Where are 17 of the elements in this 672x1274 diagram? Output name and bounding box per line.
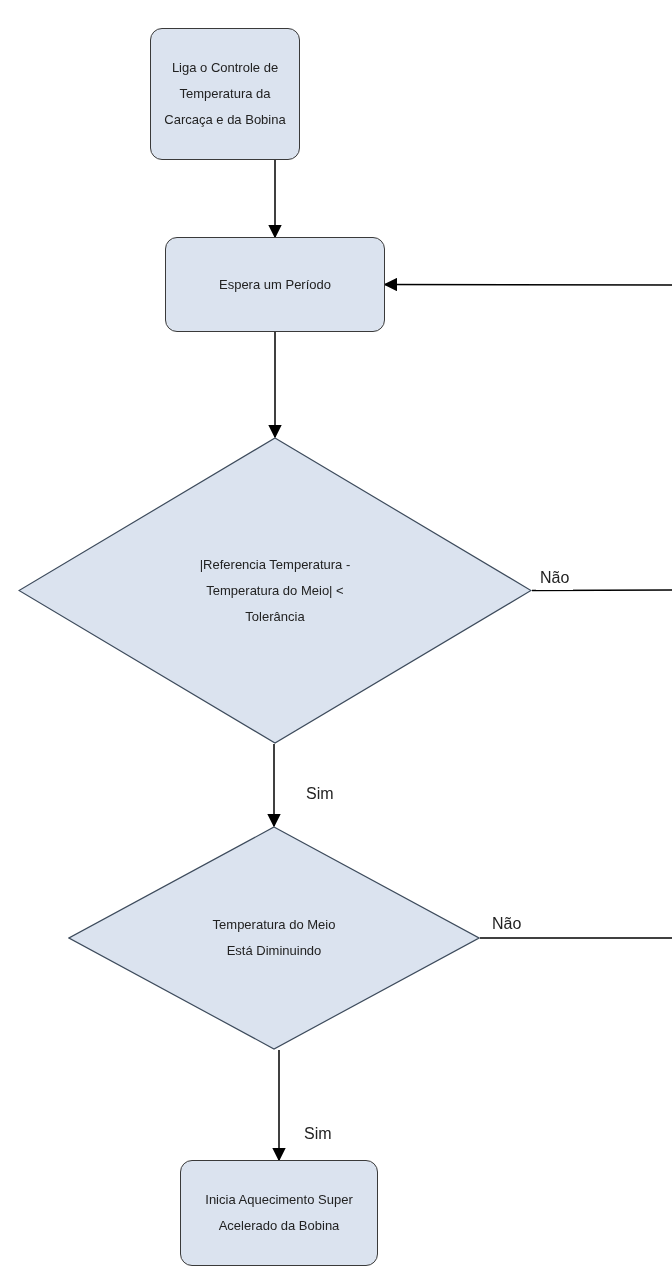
connector-line: [531, 589, 672, 592]
node-text: Espera um Período: [218, 275, 332, 294]
process-box: [180, 1160, 378, 1266]
node-text: Inicia Aquecimento Super Acelerado da Bobina: [204, 1191, 354, 1235]
node-text: Liga o Controle de Temperatura da Carcaça e da Bobina: [163, 59, 287, 129]
process-box: [165, 237, 385, 332]
arrow: [268, 331, 282, 439]
node-text: Temperatura do Meio Está Diminuindo: [211, 916, 337, 960]
connector-line: [479, 937, 672, 939]
arrow: [383, 277, 672, 292]
node-text: |Referencia Temperatura - Temperatura do Meio| < Tolerância: [198, 555, 352, 626]
arrow: [267, 743, 281, 828]
arrow: [268, 159, 282, 239]
decision-diamond: [18, 437, 532, 744]
process-box: [150, 28, 300, 160]
decision-diamond: [68, 826, 480, 1050]
arrow: [272, 1049, 286, 1162]
